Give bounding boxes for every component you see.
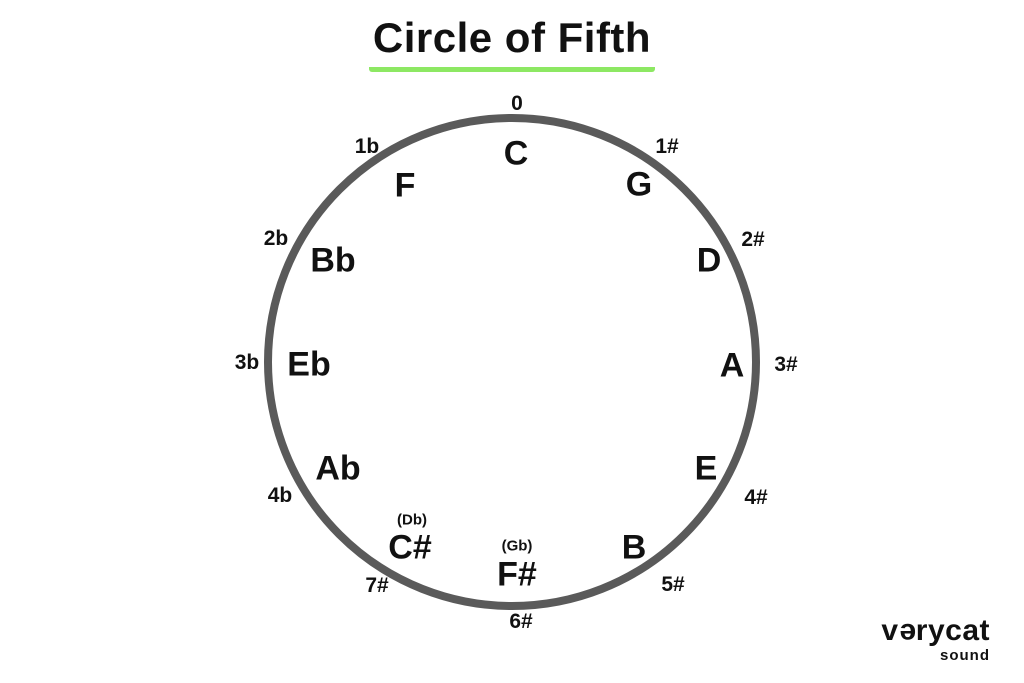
page-title: Circle of Fifth	[368, 14, 656, 72]
signature-c: 0	[511, 92, 523, 115]
note-f: F	[394, 166, 416, 205]
note-f-sharp: F#	[497, 555, 537, 594]
signature-f-sharp: 6#	[509, 610, 533, 633]
logo-brand-suffix: rycat	[915, 614, 990, 647]
signature-f: 1b	[354, 135, 380, 158]
logo-brand: verycat	[881, 614, 990, 651]
note-e: E	[694, 449, 718, 488]
signature-e-flat: 3b	[234, 351, 260, 374]
note-c: C	[503, 134, 529, 173]
alt-g-flat: (Gb)	[501, 537, 533, 555]
note-b: B	[621, 528, 647, 567]
signature-g: 1#	[655, 135, 679, 158]
note-d: D	[696, 241, 722, 280]
note-a: A	[719, 346, 745, 385]
alt-d-flat: (Db)	[397, 511, 427, 529]
circle-outline	[264, 114, 760, 610]
logo-subtext: sound	[940, 647, 990, 664]
note-e-flat: Eb	[287, 345, 331, 384]
title-wrap: Circle of Fifth	[0, 14, 1024, 72]
note-b-flat: Bb	[310, 241, 356, 280]
signature-e: 4#	[744, 486, 768, 509]
note-g: G	[625, 165, 653, 204]
verycat-logo: verycat sound	[881, 614, 990, 664]
note-c-sharp: C#	[388, 528, 432, 567]
signature-d: 2#	[741, 228, 765, 251]
note-a-flat: Ab	[315, 449, 361, 488]
signature-a: 3#	[774, 353, 798, 376]
signature-a-flat: 4b	[267, 484, 293, 507]
logo-brand-flipped-e: e	[898, 617, 916, 650]
signature-c-sharp: 7#	[365, 574, 389, 597]
signature-b-flat: 2b	[263, 227, 289, 250]
logo-brand-prefix: v	[881, 614, 899, 647]
signature-b: 5#	[661, 573, 685, 596]
